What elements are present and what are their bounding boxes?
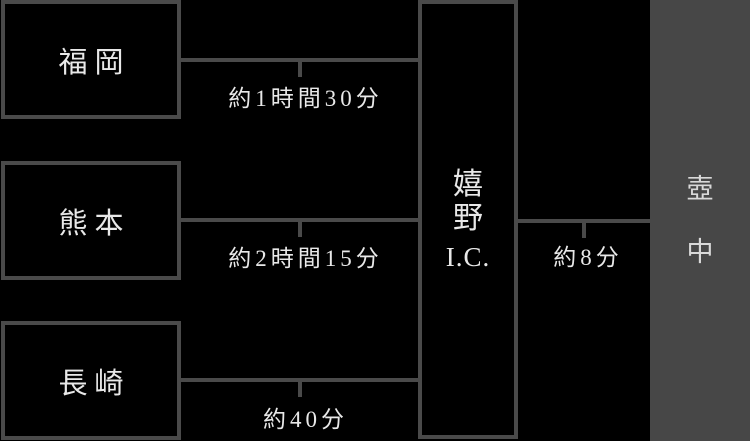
route-tick-kumamoto xyxy=(298,222,302,237)
junction-box-ureshino-ic: 嬉 野 I.C. xyxy=(418,0,518,439)
origin-label-nagasaki: 長崎 xyxy=(58,367,131,400)
duration-label-final: 約8分 xyxy=(553,245,623,270)
duration-label-fukuoka: 約1時間30分 xyxy=(228,86,383,111)
route-tick-fukuoka xyxy=(298,62,302,77)
route-line-nagasaki xyxy=(181,378,422,382)
origin-label-fukuoka: 福岡 xyxy=(58,46,131,79)
origin-box-kumamoto: 熊本 xyxy=(1,161,181,280)
junction-text-ic: I.C. xyxy=(445,242,491,272)
junction-text-line1: 嬉 xyxy=(453,168,483,201)
duration-label-kumamoto: 約2時間15分 xyxy=(228,246,383,271)
destination-bar-kochu: 壺 中 xyxy=(650,0,750,441)
route-tick-final xyxy=(582,223,586,238)
destination-char-2: 中 xyxy=(686,236,714,267)
junction-text-line2: 野 xyxy=(453,202,483,235)
route-line-fukuoka xyxy=(181,58,422,62)
origin-label-kumamoto: 熊本 xyxy=(58,207,131,240)
route-line-final xyxy=(518,219,650,223)
origin-box-fukuoka: 福岡 xyxy=(1,0,181,119)
destination-char-1: 壺 xyxy=(686,173,714,204)
route-line-kumamoto xyxy=(181,218,422,222)
route-tick-nagasaki xyxy=(298,382,302,397)
duration-label-nagasaki: 約40分 xyxy=(263,407,348,432)
origin-box-nagasaki: 長崎 xyxy=(1,321,181,440)
